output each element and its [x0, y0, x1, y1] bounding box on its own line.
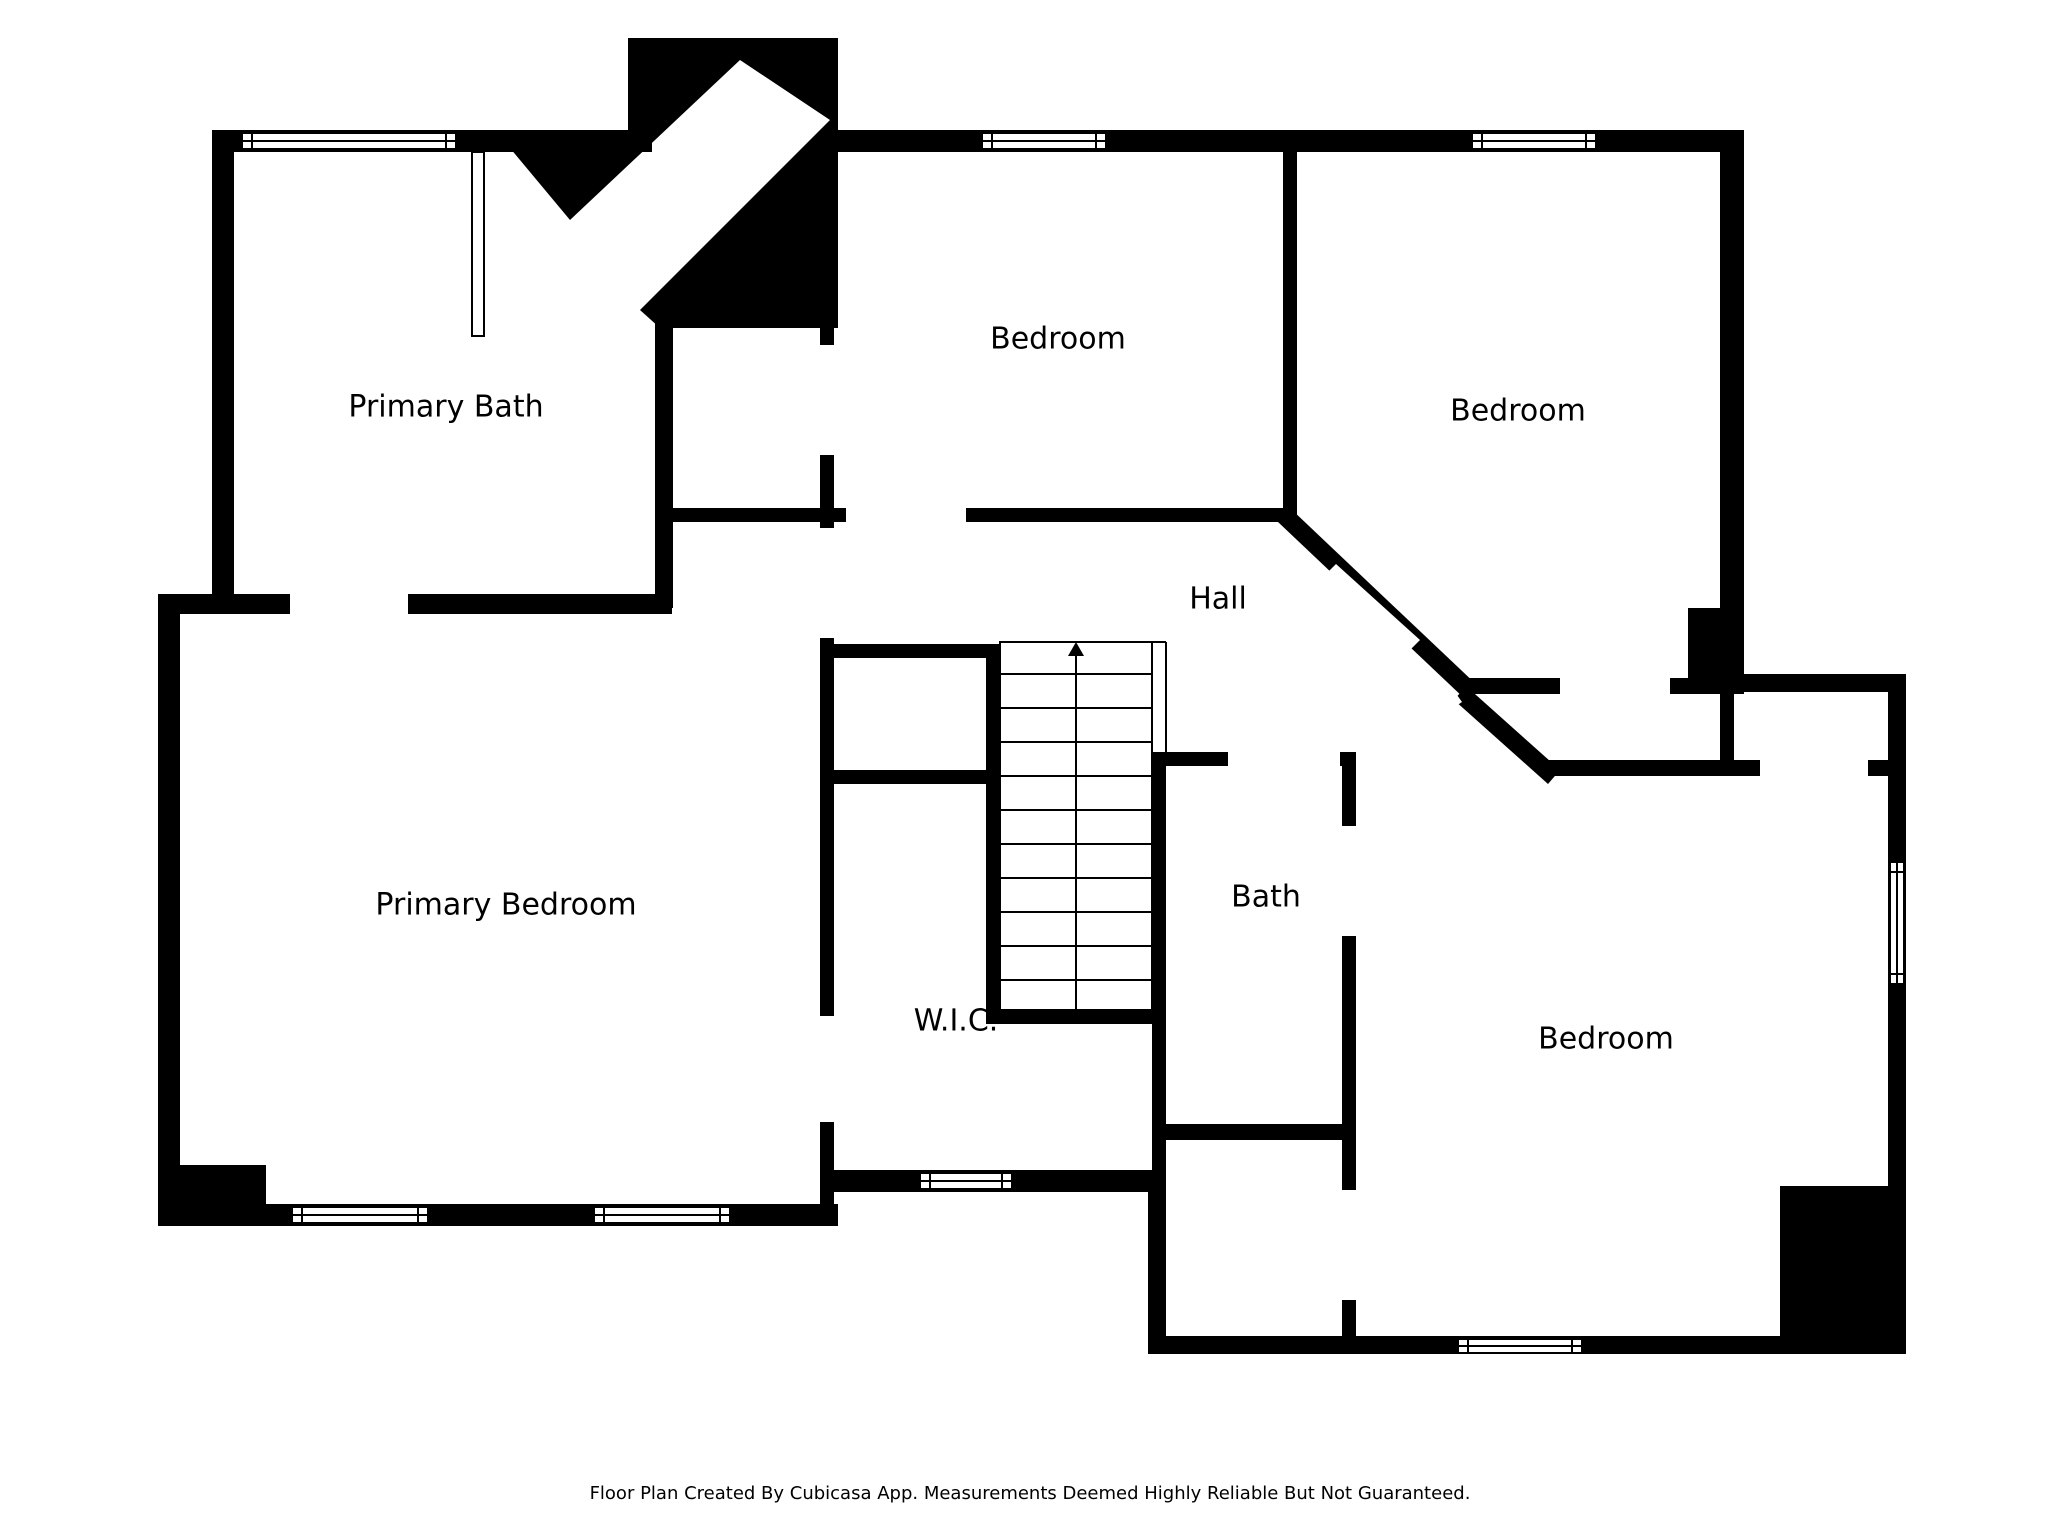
- room-label-bedroom-bottom-right: Bedroom: [1538, 1022, 1674, 1057]
- wall: [160, 594, 672, 614]
- window: [241, 132, 457, 150]
- window: [593, 1206, 731, 1224]
- wall: [660, 508, 834, 522]
- wall: [180, 1165, 266, 1205]
- wall: [1734, 674, 1906, 692]
- door-opening: [1356, 688, 1462, 766]
- door-opening: [1322, 564, 1420, 654]
- windows: [241, 132, 1905, 1354]
- wall: [1283, 130, 1297, 520]
- door-opening: [846, 506, 966, 524]
- door-opening: [1340, 826, 1358, 936]
- door-opening: [819, 1016, 835, 1122]
- staircase: [999, 641, 1167, 1011]
- chimney-chase: [495, 38, 838, 328]
- room-label-bedroom-top-left: Bedroom: [990, 322, 1126, 357]
- wall: [158, 594, 180, 1226]
- window: [1889, 861, 1905, 985]
- footer-disclaimer: Floor Plan Created By Cubicasa App. Meas…: [590, 1483, 1471, 1504]
- wall: [1148, 1176, 1166, 1354]
- wall: [1780, 1186, 1888, 1354]
- room-labels: Primary Bath Bedroom Bedroom Hall Primar…: [348, 322, 1673, 1057]
- wall: [1720, 678, 1734, 774]
- window: [291, 1206, 429, 1224]
- wall: [1720, 130, 1744, 694]
- wall: [834, 644, 994, 658]
- wall: [986, 644, 1000, 1024]
- door-opening: [1760, 758, 1868, 778]
- room-label-bedroom-top-right: Bedroom: [1450, 394, 1586, 429]
- door-opening: [1560, 676, 1670, 696]
- wall: [655, 318, 673, 608]
- window: [1471, 132, 1597, 150]
- room-label-wic: W.I.C.: [914, 1004, 999, 1039]
- room-label-hall: Hall: [1189, 582, 1247, 617]
- wall: [158, 1204, 838, 1226]
- door-opening: [290, 593, 408, 615]
- door-opening: [1340, 1190, 1358, 1300]
- room-label-bath: Bath: [1231, 880, 1301, 915]
- window: [919, 1172, 1013, 1190]
- door-openings: [290, 345, 1868, 1300]
- wall: [1888, 674, 1906, 1354]
- room-label-primary-bath: Primary Bath: [348, 390, 543, 425]
- shower-glass-panel: [471, 151, 485, 337]
- window: [981, 132, 1107, 150]
- room-label-primary-bedroom: Primary Bedroom: [375, 888, 636, 923]
- wall: [834, 770, 994, 784]
- wall: [1454, 686, 1560, 784]
- wall: [1166, 1124, 1342, 1140]
- door-opening: [819, 528, 835, 638]
- window: [1457, 1338, 1583, 1354]
- door-opening: [819, 345, 835, 455]
- wall: [1152, 752, 1166, 1192]
- door-opening: [1228, 750, 1340, 768]
- wall: [986, 1010, 1166, 1024]
- wall: [212, 130, 234, 608]
- stair-arrow-icon: [1068, 642, 1084, 656]
